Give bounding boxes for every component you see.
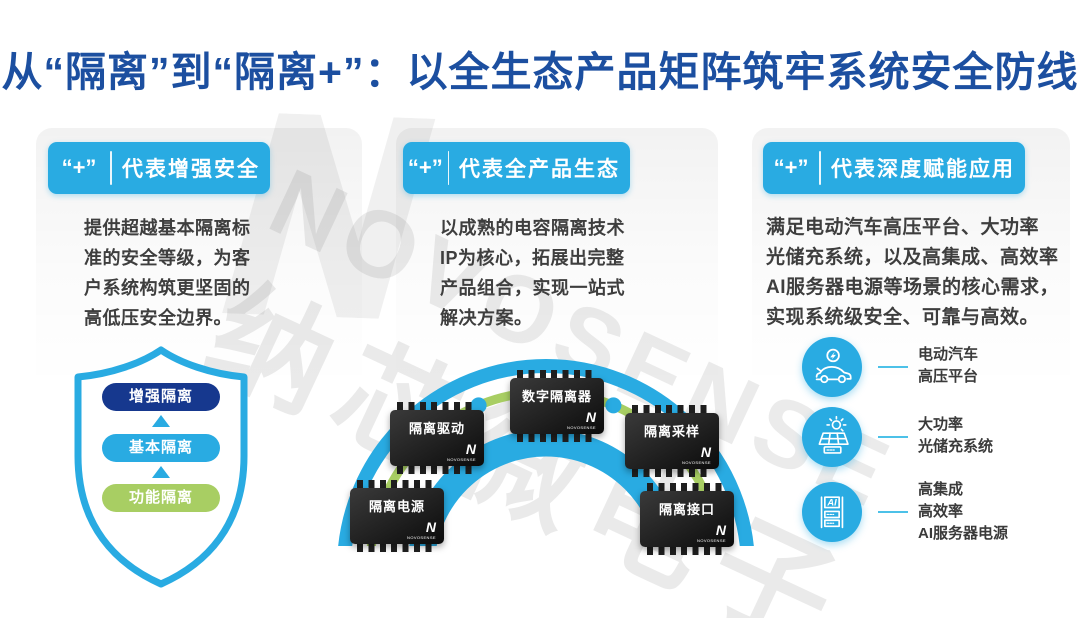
up-arrow-icon [152, 466, 170, 478]
text-line: AI服务器电源等场景的核心需求， [766, 277, 1060, 298]
chip-pins [357, 480, 437, 488]
label-ev-platform: 电动汽车 高压平台 [918, 344, 978, 388]
label-line: 高效率 [918, 503, 964, 520]
chip-label: 隔离接口 [658, 502, 715, 517]
watermark-n-logo [220, 113, 437, 323]
novosense-logo: N NOVOSENSE [567, 409, 596, 430]
connector-line [878, 366, 908, 368]
text-line: 产品组合，实现一站式 [440, 278, 625, 298]
label-line: 光储充系统 [918, 438, 994, 455]
page-title: 从“隔离”到“隔离+”：以全生态产品矩阵筑牢系统安全防线 [1, 49, 1079, 95]
ai-application-bubble: AI [802, 482, 862, 542]
text-line: 实现系统级安全、可靠与高效。 [766, 307, 1040, 328]
product-arch: 数字隔离器 N NOVOSENSE 隔离驱动 N NOVOSENSE [328, 356, 764, 568]
ev-application-bubble [802, 337, 862, 397]
novosense-logo: N NOVOSENSE [682, 444, 711, 465]
ev-car-icon [815, 348, 852, 384]
chip-icon: 隔离采样 N NOVOSENSE [625, 413, 719, 469]
isolation-shield: 增强隔离 基本隔离 功能隔离 [66, 336, 256, 594]
ai-icon-text: AI [826, 498, 837, 508]
novosense-logo: N NOVOSENSE [447, 441, 476, 462]
ai-server-icon: AI [820, 496, 844, 529]
pill-basic-isolation: 基本隔离 [102, 434, 220, 462]
badge-divider [447, 151, 449, 185]
pill-functional-isolation: 功能隔离 [102, 484, 220, 512]
chip-pins [632, 469, 712, 477]
plus-sign: “+” [407, 155, 443, 180]
chip-icon: 数字隔离器 N NOVOSENSE [510, 378, 604, 434]
text-line: IP为核心，拓展出完整 [440, 248, 625, 268]
connector-line [878, 436, 908, 438]
chip-digital-isolator: 数字隔离器 N NOVOSENSE [510, 370, 604, 442]
text-line: 户系统构筑更坚固的 [84, 278, 251, 298]
label-line: 高压平台 [918, 368, 979, 385]
chip-isolated-sampling: 隔离采样 N NOVOSENSE [625, 405, 719, 477]
chip-isolated-interface: 隔离接口 N NOVOSENSE [640, 483, 734, 555]
shield-icon [74, 346, 248, 588]
solar-storage-icon [818, 415, 849, 454]
text-line: 提供超越基本隔离标 [84, 218, 251, 238]
connector-line [878, 511, 908, 513]
label-ai-server-power: 高集成 高效率 AI服务器电源 [918, 479, 1008, 545]
label-line: AI服务器电源 [918, 525, 1009, 542]
chip-pins [647, 483, 727, 491]
chip-label: 数字隔离器 [521, 389, 592, 404]
chip-label: 隔离采样 [643, 424, 700, 439]
badge-empowered-applications: “+” 代表深度赋能应用 [763, 142, 1025, 194]
outer-ring [338, 359, 754, 546]
chip-icon: 隔离接口 N NOVOSENSE [640, 491, 734, 547]
badge-divider [110, 151, 112, 185]
badge-label: 代表全产品生态 [459, 158, 620, 181]
pill-enhanced-isolation: 增强隔离 [102, 383, 220, 411]
chip-isolated-power: 隔离电源 N NOVOSENSE [350, 480, 444, 552]
chip-pins [647, 547, 727, 555]
plus-sign: “+” [773, 155, 809, 180]
badge-label: 代表深度赋能应用 [831, 158, 1015, 181]
text-line: 以成熟的电容隔离技术 [440, 218, 625, 238]
chip-pins [632, 405, 712, 413]
text-line: 准的安全等级，为客 [84, 248, 251, 268]
text-line: 满足电动汽车高压平台、大功率 [766, 217, 1040, 238]
label-solar-storage: 大功率 光储充系统 [918, 414, 993, 458]
paragraph-product-ecosystem: 以成熟的电容隔离技术 IP为核心，拓展出完整 产品组合，实现一站式 解决方案。 [440, 213, 625, 333]
label-line: 大功率 [918, 416, 964, 433]
badge-product-ecosystem: “+” 代表全产品生态 [403, 142, 630, 194]
badge-divider [819, 151, 821, 185]
chip-icon: 隔离驱动 N NOVOSENSE [390, 410, 484, 466]
badge-label: 代表增强安全 [122, 158, 260, 181]
chip-pins [397, 466, 477, 474]
paragraph-enhanced-safety: 提供超越基本隔离标 准的安全等级，为客 户系统构筑更坚固的 高低压安全边界。 [84, 213, 251, 333]
up-arrow-icon [152, 415, 170, 427]
novosense-logo: N NOVOSENSE [407, 519, 436, 540]
solar-application-bubble [802, 407, 862, 467]
chip-pins [357, 544, 437, 552]
text-line: 解决方案。 [440, 308, 533, 328]
chip-label: 隔离驱动 [408, 421, 465, 436]
chip-pins [397, 402, 477, 410]
label-line: 电动汽车 [918, 346, 979, 363]
plus-sign: “+” [61, 155, 97, 180]
chip-label: 隔离电源 [368, 499, 425, 514]
badge-enhanced-safety: “+” 代表增强安全 [48, 142, 270, 194]
text-line: 光储充系统，以及高集成、高效率 [766, 247, 1059, 268]
chip-pins [517, 370, 597, 378]
text-line: 高低压安全边界。 [84, 308, 232, 328]
chip-isolated-driver: 隔离驱动 N NOVOSENSE [390, 402, 484, 474]
paragraph-empowered-applications: 满足电动汽车高压平台、大功率 光储充系统，以及高集成、高效率 AI服务器电源等场… [766, 213, 1059, 333]
chip-pins [517, 434, 597, 442]
label-line: 高集成 [918, 481, 964, 498]
arc-dot [605, 397, 622, 414]
chip-icon: 隔离电源 N NOVOSENSE [350, 488, 444, 544]
novosense-logo: N NOVOSENSE [697, 522, 726, 543]
